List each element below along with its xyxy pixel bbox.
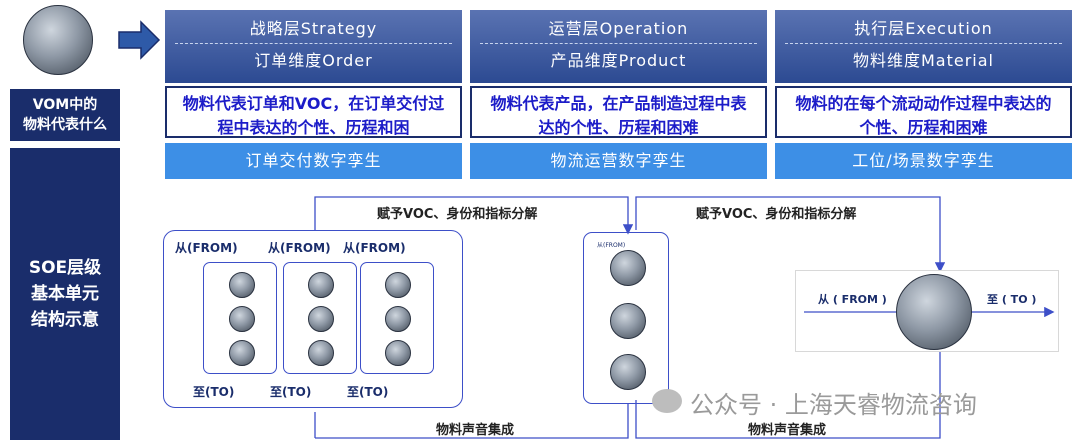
execution-header: 执行层Execution 物料维度Material — [775, 10, 1072, 83]
operation-header: 运营层Operation 产品维度Product — [470, 10, 767, 83]
operation-dimension-title: 产品维度Product — [550, 51, 687, 70]
material-node — [229, 272, 255, 298]
to-label-2: 至(TO) — [270, 385, 312, 399]
from-label-1: 从(FROM) — [175, 241, 238, 255]
to-label-1: 至(TO) — [193, 385, 235, 399]
right-arrow-icon — [118, 20, 161, 60]
from-label-2: 从(FROM) — [268, 241, 331, 255]
sub-unit-2 — [283, 262, 357, 374]
execution-from-label: 从 ( FROM ) — [818, 293, 887, 306]
operation-structure-box — [583, 232, 669, 404]
sub-unit-3 — [360, 262, 434, 374]
material-node — [308, 272, 334, 298]
material-node — [385, 340, 411, 366]
wechat-icon — [652, 389, 682, 413]
soe-label: SOE层级 基本单元 结构示意 — [10, 148, 120, 440]
material-node — [308, 306, 334, 332]
station-digital-twin: 工位/场景数字孪生 — [775, 143, 1072, 179]
material-node — [308, 340, 334, 366]
operation-description: 物料代表产品，在产品制造过程中表达的个性、历程和困难 — [470, 86, 767, 138]
watermark-text: 公众号 · 上海天睿物流咨询 — [690, 391, 977, 419]
material-node — [385, 306, 411, 332]
material-node — [229, 340, 255, 366]
execution-layer-title: 执行层Execution — [785, 10, 1062, 44]
strategy-layer-title: 战略层Strategy — [175, 10, 452, 44]
strategy-dimension-title: 订单维度Order — [254, 51, 373, 70]
material-node — [229, 306, 255, 332]
material-node-large — [896, 274, 972, 350]
execution-description: 物料的在每个流动动作过程中表达的个性、历程和困难 — [775, 86, 1072, 138]
material-node — [610, 303, 646, 339]
strategy-structure-box — [163, 230, 463, 408]
execution-dimension-title: 物料维度Material — [852, 51, 994, 70]
strategy-description: 物料代表订单和VOC，在订单交付过程中表达的个性、历程和困 — [165, 86, 462, 138]
operation-layer-title: 运营层Operation — [480, 10, 757, 44]
sound-integration-note-1: 物料声音集成 — [436, 423, 515, 438]
sub-unit-1 — [203, 262, 277, 374]
vom-material-photo — [23, 5, 93, 75]
small-from-label: 从(FROM) — [597, 242, 626, 249]
material-node — [610, 354, 646, 390]
strategy-header: 战略层Strategy 订单维度Order — [165, 10, 462, 83]
sound-integration-note-2: 物料声音集成 — [748, 423, 827, 438]
from-label-3: 从(FROM) — [343, 241, 406, 255]
empower-note-1: 赋予VOC、身份和指标分解 — [377, 207, 538, 222]
order-digital-twin: 订单交付数字孪生 — [165, 143, 462, 179]
material-node — [385, 272, 411, 298]
material-node — [610, 250, 646, 286]
execution-to-label: 至 ( TO ) — [987, 293, 1037, 306]
to-label-3: 至(TO) — [347, 385, 389, 399]
empower-note-2: 赋予VOC、身份和指标分解 — [696, 207, 857, 222]
vom-label: VOM中的 物料代表什么 — [10, 89, 120, 141]
logistics-digital-twin: 物流运营数字孪生 — [470, 143, 767, 179]
